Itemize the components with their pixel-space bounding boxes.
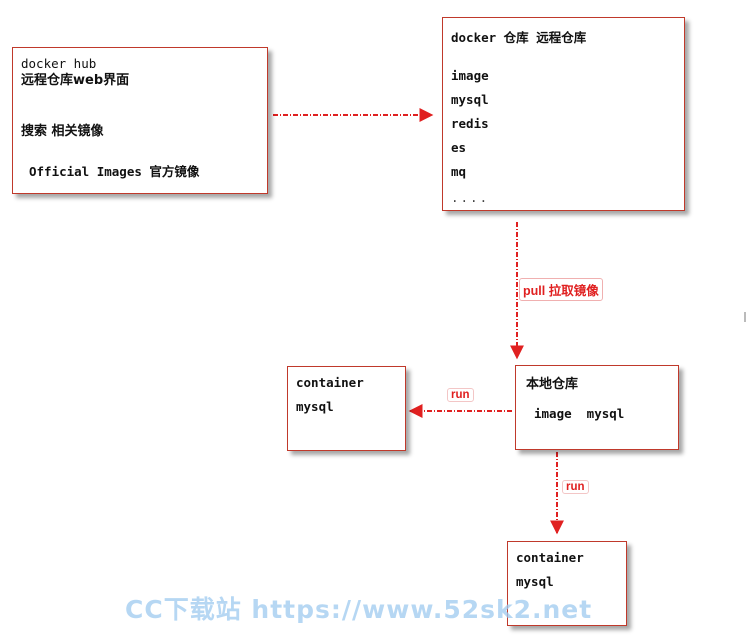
edge-artifact [744,312,746,322]
docker-hub-box: docker hub 远程仓库web界面 搜索 相关镜像 Official Im… [12,47,268,194]
pull-label: pull 拉取镜像 [519,278,603,301]
hub-official-images: Official Images 官方镜像 [29,164,200,179]
remote-item-es: es [451,140,467,155]
hub-search: 搜索 相关镜像 [21,124,104,139]
hub-subtitle: 远程仓库web界面 [21,73,130,88]
hub-title: docker hub [21,56,97,71]
run-down-label: run [562,480,589,494]
local-repo-title: 本地仓库 [526,377,579,392]
container-left-title: container [296,375,364,390]
remote-item-mq: mq [451,164,467,179]
local-repo-content: image mysql [534,406,625,421]
remote-item-redis: redis [451,116,489,131]
remote-item-image: image [451,68,489,83]
container-left-box: container mysql [287,366,406,451]
container-bottom-mysql: mysql [516,574,554,589]
remote-item-ellipsis: .... [451,190,490,205]
remote-repo-title: docker 仓库 远程仓库 [451,30,587,45]
run-left-label: run [447,388,474,402]
remote-repo-box: docker 仓库 远程仓库 image mysql redis es mq .… [442,17,685,211]
local-repo-box: 本地仓库 image mysql [515,365,679,450]
container-left-mysql: mysql [296,399,334,414]
container-bottom-box: container mysql [507,541,627,626]
remote-item-mysql: mysql [451,92,489,107]
container-bottom-title: container [516,550,584,565]
watermark: CC下载站 https://www.52sk2.net [125,595,593,624]
